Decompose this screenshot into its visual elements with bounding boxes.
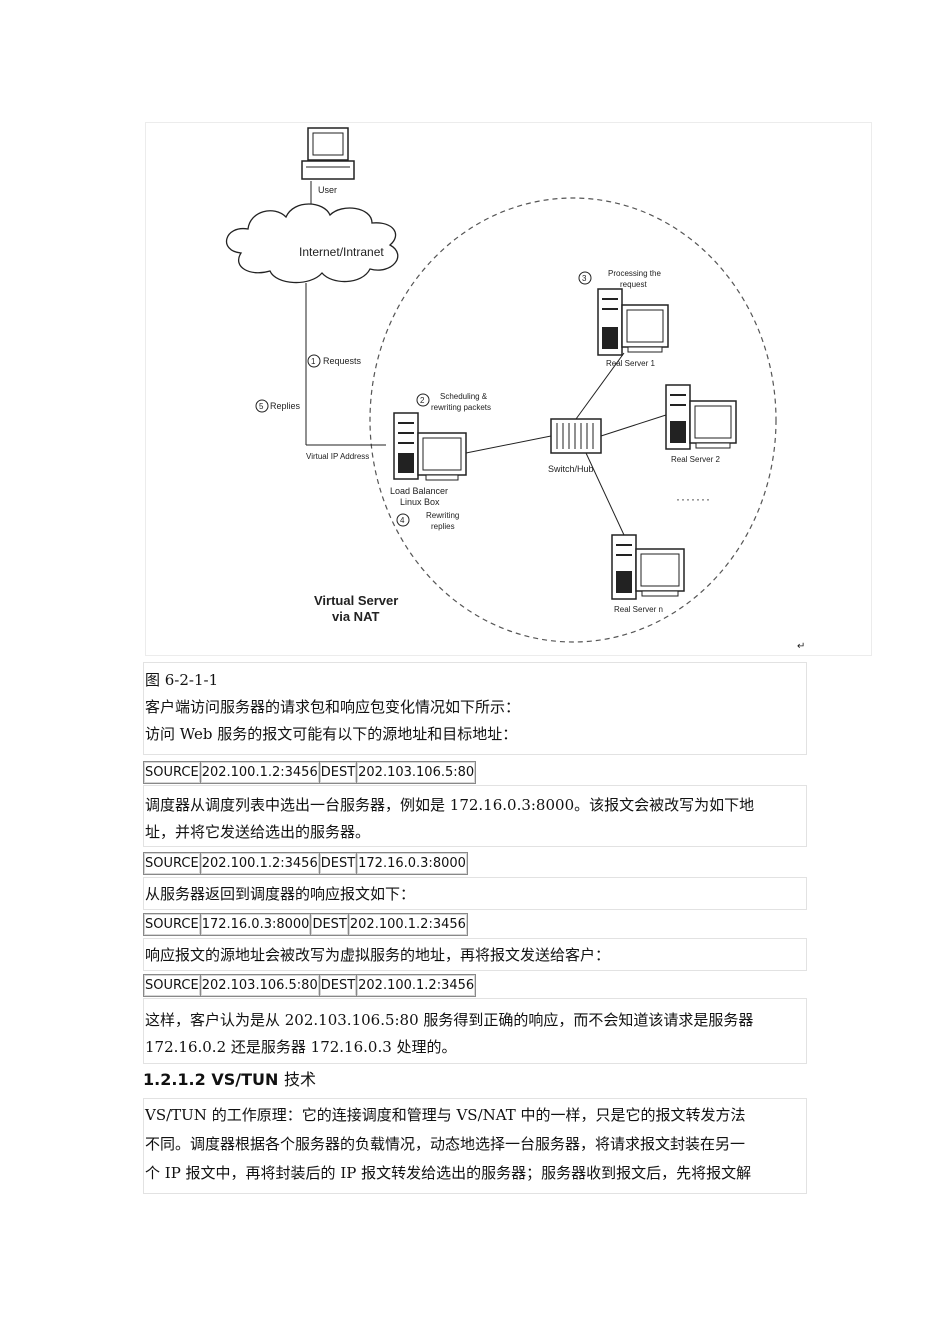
real-server-2-icon (666, 385, 736, 449)
dest-key: DEST (311, 914, 348, 936)
source-key: SOURCE (144, 975, 201, 997)
rewrite-block: 调度器从调度列表中选出一台服务器，例如是 172.16.0.3:8000。该报文… (143, 785, 807, 847)
address-table-1: SOURCE 202.100.1.2:3456 DEST 202.103.106… (143, 761, 476, 784)
paragraph-1: 客户端访问服务器的请求包和响应包变化情况如下所示： (144, 694, 806, 721)
section-heading: 1.2.1.2 VS/TUN 技术 (143, 1066, 316, 1090)
return-mark: ↵ (797, 641, 805, 652)
replies-label: Replies (270, 401, 301, 411)
dest-value: 172.16.0.3:8000 (357, 853, 468, 875)
load-balancer-label: Load Balancer (390, 486, 448, 496)
paragraph-6b: 172.16.0.2 还是服务器 172.16.0.3 处理的。 (144, 1034, 806, 1061)
figure-caption: 图 6-2-1-1 (144, 667, 806, 694)
source-key: SOURCE (144, 762, 201, 784)
vstun-block: VS/TUN 的工作原理：它的连接调度和管理与 VS/NAT 中的一样，只是它的… (143, 1098, 807, 1194)
response-block: 从服务器返回到调度器的响应报文如下： (143, 877, 807, 910)
source-key: SOURCE (144, 914, 201, 936)
svg-text:Rewriting: Rewriting (426, 511, 459, 520)
paragraph-7b: 不同。调度器根据各个服务器的负载情况，动态地选择一台服务器，将请求报文封装在另一 (144, 1130, 806, 1159)
svg-text:1: 1 (311, 357, 316, 366)
svg-text:5: 5 (259, 402, 264, 411)
address-table-2: SOURCE 202.100.1.2:3456 DEST 172.16.0.3:… (143, 852, 468, 875)
svg-text:request: request (620, 280, 647, 289)
requests-label: Requests (323, 356, 362, 366)
vs-nat-diagram: User Internet/Intranet 1 Requests 5 Repl… (145, 122, 872, 656)
load-balancer-icon (394, 413, 466, 480)
source-value: 202.100.1.2:3456 (200, 853, 319, 875)
paragraph-7c: 个 IP 报文中，再将封装后的 IP 报文转发给选出的服务器；服务器收到报文后，… (144, 1159, 806, 1188)
virtual-ip-label: Virtual IP Address (306, 452, 369, 461)
address-table-3: SOURCE 172.16.0.3:8000 DEST 202.100.1.2:… (143, 913, 468, 936)
switch-hub-icon (551, 419, 601, 453)
user-computer-icon (302, 128, 354, 179)
real-server-n-icon (612, 535, 684, 599)
conclusion-block: 这样，客户认为是从 202.103.106.5:80 服务得到正确的响应，而不会… (143, 998, 807, 1064)
more-servers-ellipsis: ······· (676, 492, 711, 506)
rewrite-reply-block: 响应报文的源地址会被改写为虚拟服务的地址，再将报文发送给客户： (143, 938, 807, 971)
svg-text:Linux Box: Linux Box (400, 497, 440, 507)
dest-value: 202.100.1.2:3456 (348, 914, 467, 936)
svg-text:4: 4 (400, 516, 405, 525)
paragraph-5: 响应报文的源地址会被改写为虚拟服务的地址，再将报文发送给客户： (144, 942, 806, 969)
source-key: SOURCE (144, 853, 201, 875)
address-table-4: SOURCE 202.103.106.5:80 DEST 202.100.1.2… (143, 974, 476, 997)
svg-text:rewriting packets: rewriting packets (431, 403, 491, 412)
dest-key: DEST (319, 975, 356, 997)
svg-text:via NAT: via NAT (332, 609, 379, 624)
svg-text:2: 2 (420, 396, 425, 405)
intro-block: 图 6-2-1-1 客户端访问服务器的请求包和响应包变化情况如下所示： 访问 W… (143, 662, 807, 755)
source-value: 202.100.1.2:3456 (200, 762, 319, 784)
paragraph-2: 访问 Web 服务的报文可能有以下的源地址和目标地址： (144, 721, 806, 748)
diagram-title: Virtual Server (314, 593, 398, 608)
svg-text:Scheduling &: Scheduling & (440, 392, 488, 401)
internet-cloud-icon (227, 204, 398, 283)
switch-label: Switch/Hub (548, 464, 594, 474)
dest-key: DEST (319, 853, 356, 875)
paragraph-4: 从服务器返回到调度器的响应报文如下： (144, 881, 806, 908)
section-number: 1.2.1.2 VS/TUN (143, 1070, 278, 1089)
network-diagram-svg: User Internet/Intranet 1 Requests 5 Repl… (146, 123, 873, 657)
dest-value: 202.100.1.2:3456 (357, 975, 476, 997)
svg-text:replies: replies (431, 522, 455, 531)
real-server-n-label: Real Server n (614, 605, 663, 614)
dest-value: 202.103.106.5:80 (357, 762, 476, 784)
user-label: User (318, 185, 337, 195)
real-server-2-label: Real Server 2 (671, 455, 720, 464)
paragraph-7a: VS/TUN 的工作原理：它的连接调度和管理与 VS/NAT 中的一样，只是它的… (144, 1101, 806, 1130)
paragraph-6a: 这样，客户认为是从 202.103.106.5:80 服务得到正确的响应，而不会… (144, 1007, 806, 1034)
paragraph-3b: 址，并将它发送给选出的服务器。 (144, 819, 806, 846)
source-value: 202.103.106.5:80 (200, 975, 319, 997)
section-title: 技术 (284, 1070, 316, 1089)
real-server-1-icon (598, 289, 668, 355)
real-server-1-label: Real Server 1 (606, 359, 655, 368)
svg-text:3: 3 (582, 274, 587, 283)
paragraph-3a: 调度器从调度列表中选出一台服务器，例如是 172.16.0.3:8000。该报文… (144, 792, 806, 819)
source-value: 172.16.0.3:8000 (200, 914, 311, 936)
svg-text:Processing the: Processing the (608, 269, 661, 278)
dest-key: DEST (319, 762, 356, 784)
cloud-label: Internet/Intranet (299, 245, 384, 259)
